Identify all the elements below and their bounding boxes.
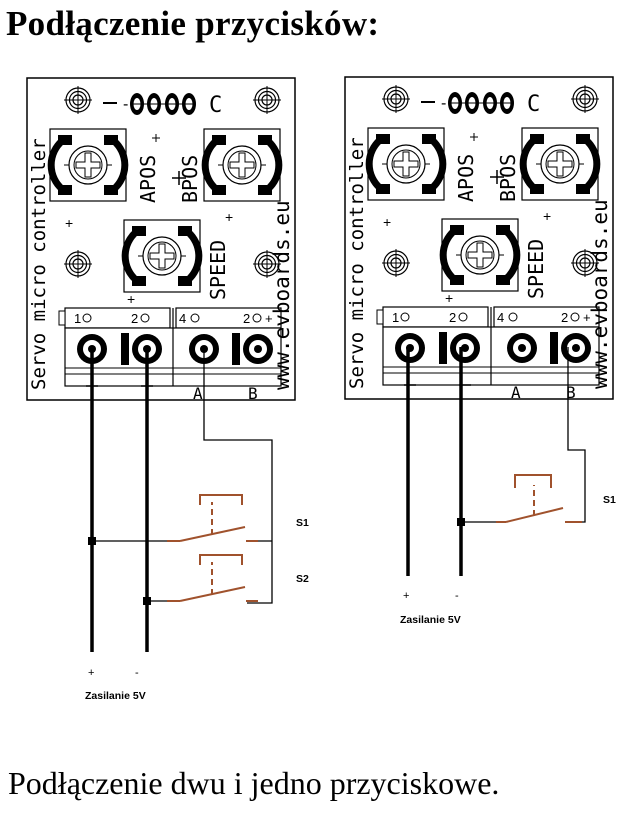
board-url-label: www.evboards.eu <box>270 200 294 390</box>
terminal-2-label: 2 <box>449 310 456 325</box>
left-plus-label: + <box>88 667 94 679</box>
left-s2-label: S2 <box>296 573 309 585</box>
pot-plus-label: + <box>225 209 233 225</box>
page-title: Podłączenie przycisków: <box>6 4 380 43</box>
right-minus-label: - <box>455 590 459 602</box>
header-minus-label: - <box>123 96 128 113</box>
left-board: Servo micro controller www.evboards.eu A… <box>27 78 295 403</box>
left-s1-label: S1 <box>296 517 309 529</box>
terminal-1-label: 1 <box>74 311 81 326</box>
pot-plus-label: + <box>127 291 135 307</box>
pot-plus-label: + <box>445 290 453 306</box>
left-minus-label: - <box>135 667 139 679</box>
apos-label: APOS <box>454 154 478 202</box>
terminal-a-label: A <box>193 384 203 403</box>
terminal-plus-label: + <box>265 311 273 326</box>
terminal-2b-label: 2 <box>561 310 568 325</box>
pot-plus-label: + <box>383 214 391 230</box>
terminal-b-label: B <box>248 384 258 403</box>
pot-plus-label: + <box>65 215 73 231</box>
bpos-label: BPOS <box>496 154 520 202</box>
header-c-label: C <box>209 93 222 118</box>
left-supply-label: Zasilanie 5V <box>85 690 146 702</box>
header-minus-label: - <box>441 95 446 112</box>
bpos-label: BPOS <box>178 155 202 203</box>
right-plus-label: + <box>403 590 409 602</box>
board-name-label: Servo micro controller <box>346 137 368 389</box>
switch-s1-icon <box>167 494 258 542</box>
apos-label: APOS <box>136 155 160 203</box>
speed-label: SPEED <box>524 239 548 299</box>
terminal-1-label: 1 <box>392 310 399 325</box>
terminal-a-label: A <box>511 383 521 402</box>
terminal-2-label: 2 <box>131 311 138 326</box>
board-name-label: Servo micro controller <box>28 138 50 390</box>
switch-s2-icon <box>167 554 258 602</box>
board-url-label: www.evboards.eu <box>588 199 612 389</box>
right-supply-label: Zasilanie 5V <box>400 614 461 626</box>
terminal-plus-label: + <box>583 310 591 325</box>
pot-plus-label: + <box>543 208 551 224</box>
speed-label: SPEED <box>206 240 230 300</box>
terminal-2b-label: 2 <box>243 311 250 326</box>
caption: Podłączenie dwu i jedno przyciskowe. <box>8 765 500 801</box>
header-c-label: C <box>527 92 540 117</box>
terminal-4-label: 4 <box>179 311 186 326</box>
right-board: Servo micro controller www.evboards.eu A… <box>345 77 613 402</box>
terminal-b-label: B <box>566 383 576 402</box>
terminal-4-label: 4 <box>497 310 504 325</box>
switch-s1-icon <box>496 474 582 523</box>
right-s1-label: S1 <box>603 494 616 506</box>
